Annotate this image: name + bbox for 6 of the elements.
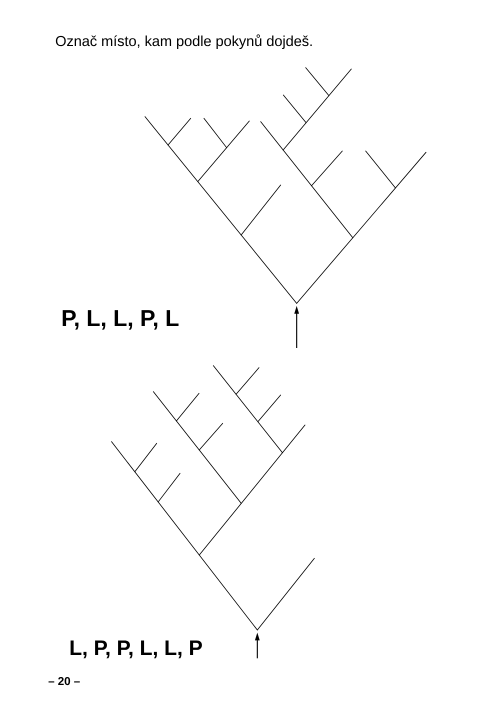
page-number: – 20 – bbox=[48, 676, 80, 686]
tree-drawing bbox=[111, 365, 315, 630]
tree-drawing bbox=[144, 67, 426, 304]
title: Označ místo, kam podle pokynů dojdeš. bbox=[56, 34, 312, 50]
instruction-text: P, L, L, P, L bbox=[62, 310, 179, 330]
instruction-text: L, P, P, L, L, P bbox=[70, 640, 202, 658]
